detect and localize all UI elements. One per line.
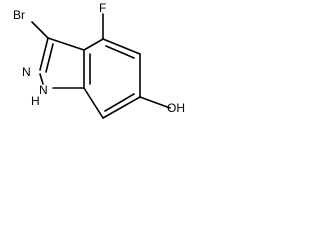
pyrazole-nh-h-label: H xyxy=(31,94,40,108)
molecule-diagram: F Br N N H OH xyxy=(13,1,185,119)
bond-c3a-c3 xyxy=(47,37,85,51)
bond-c3-br xyxy=(31,21,49,39)
bond-c6-oh xyxy=(139,96,171,109)
fluorine-label: F xyxy=(99,1,106,15)
bond-double-c6-c7 xyxy=(104,93,135,112)
bond-c4-c5 xyxy=(102,38,141,55)
bond-n2-n1 xyxy=(39,73,44,85)
bond-c3a-c4 xyxy=(83,38,104,51)
bond-double-c4-c5 xyxy=(105,45,135,59)
bond-c3-n2 xyxy=(39,37,49,71)
bromine-label: Br xyxy=(13,8,25,22)
pyrazole-n-label: N xyxy=(22,65,31,79)
hydroxyl-label: OH xyxy=(167,101,185,115)
bond-c7-c7a xyxy=(83,87,104,119)
pyrazole-nh-n-label: N xyxy=(39,83,48,97)
bond-c6-c7 xyxy=(102,96,141,119)
structure-canvas: F Br N N H OH xyxy=(0,0,190,139)
bond-double-c3-n2 xyxy=(45,43,54,73)
